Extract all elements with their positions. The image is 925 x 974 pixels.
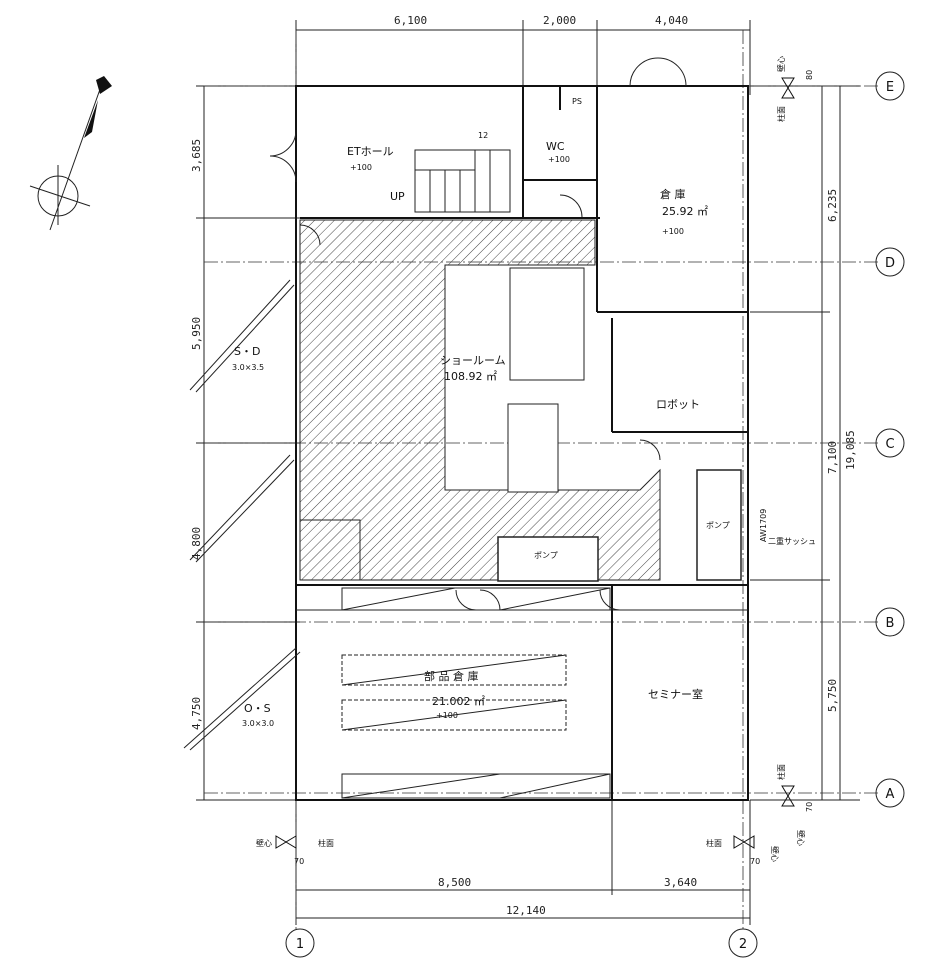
parts-warehouse-name: 部 品 倉 庫 (424, 669, 479, 683)
seminar-label: セミナー室 (648, 687, 703, 701)
grid-label-e: E (886, 80, 894, 95)
pump-room-2 (696, 469, 742, 581)
dim-right-1: 6,235 (826, 189, 839, 222)
grid-bubble-1 (285, 928, 315, 958)
offset-bottom-left: 70 (294, 857, 304, 866)
dim-left-1: 3,685 (190, 139, 203, 172)
grid-label-c: C (885, 437, 894, 452)
dim-right-total: 19,085 (844, 430, 857, 470)
column-face-bottom-right-2: 柱面 (776, 764, 786, 780)
showroom-display-2 (507, 403, 559, 493)
showroom-block (299, 519, 361, 581)
dim-left-4: 4,750 (190, 697, 203, 730)
showroom-name: ショールーム (440, 354, 506, 367)
dim-bottom-2: 3,640 (664, 876, 697, 889)
aw-label: AW1709 (759, 509, 768, 542)
wall-center-bottom-right-2: 壁心 (796, 830, 806, 846)
warehouse-area: 25.92 ㎡ (662, 205, 708, 218)
dim-bottom-1: 8,500 (438, 876, 471, 889)
stairs: 12 (414, 131, 511, 213)
wall-center-bottom-left: 壁心 (256, 838, 272, 848)
column-face-top-right: 柱面 (776, 106, 786, 122)
compass-icon (29, 77, 105, 231)
parts-warehouse-level: +100 (436, 711, 458, 720)
et-hall-level: +100 (350, 163, 372, 172)
ps-label: PS (572, 97, 582, 106)
dim-left-2: 5,950 (190, 317, 203, 350)
offset-bottom-right: 70 (805, 802, 814, 812)
os-size: 3.0×3.0 (242, 719, 274, 728)
showroom-display-1 (509, 267, 585, 381)
dim-right-3: 5,750 (826, 679, 839, 712)
bottom-dimensions: 8,500 3,640 12,140 (295, 800, 751, 925)
grid-bubble-d (875, 247, 905, 277)
offset-bottom-2: 70 (750, 857, 760, 866)
room-labels: ETホール +100 UP PS WC +100 倉 庫 25.92 ㎡ +10… (232, 97, 816, 728)
sd-name: S・D (234, 345, 260, 358)
pump-room-1 (497, 536, 599, 582)
dim-top-1: 6,100 (394, 14, 427, 27)
sash-label: 二重サッシュ (768, 536, 816, 546)
grid-label-a: A (886, 787, 895, 802)
showroom-area: 108.92 ㎡ (444, 370, 497, 383)
grid-label-d: D (885, 256, 895, 271)
wall-center-bottom-right: 壁心 (770, 846, 780, 862)
dim-bottom-total: 12,140 (506, 904, 546, 917)
wc-level: +100 (548, 155, 570, 164)
grid-bubble-e (875, 71, 905, 101)
offset-top-right: 80 (805, 70, 814, 80)
et-hall-name: ETホール (347, 145, 394, 158)
shutters (183, 279, 301, 751)
grid-label-2: 2 (739, 937, 747, 952)
grid-bubble-c (875, 428, 905, 458)
up-label: UP (390, 190, 405, 203)
column-face-bottom-left: 柱面 (318, 838, 334, 848)
showroom-hatch (299, 219, 661, 581)
dim-top-3: 4,040 (655, 14, 688, 27)
top-dimensions: 6,100 2,000 4,040 (295, 14, 751, 95)
dim-right-2: 7,100 (826, 441, 839, 474)
warehouse-level: +100 (662, 227, 684, 236)
dim-left-3: 4,800 (190, 527, 203, 560)
pump-label-1: ポンプ (534, 551, 558, 560)
grid-bubbles: E D C B A 1 2 (285, 71, 905, 958)
wc-name: WC (546, 140, 565, 153)
os-name: O・S (244, 702, 271, 715)
warehouse-name: 倉 庫 (660, 187, 686, 201)
walls (295, 85, 749, 801)
wall-center-top-right: 壁心 (776, 56, 786, 72)
north-arrow-icon (84, 76, 112, 138)
stair-step-label: 12 (478, 131, 488, 140)
grid-bubble-2 (728, 928, 758, 958)
column-face-bottom-right: 柱面 (706, 838, 722, 848)
grid-bubble-b (875, 607, 905, 637)
doors (269, 57, 687, 611)
pump-label-2: ポンプ (706, 521, 730, 530)
offset-annotations: 壁心 柱面 柱面 壁心 壁心 柱面 柱面 壁心 (256, 56, 806, 862)
robot-label: ロボット (656, 398, 700, 411)
grid-label-b: B (886, 616, 895, 631)
dim-top-2: 2,000 (543, 14, 576, 27)
parts-warehouse-area: 21.002 ㎡ (432, 695, 485, 708)
racks (341, 587, 611, 799)
sd-size: 3.0×3.5 (232, 363, 264, 372)
grid-label-1: 1 (296, 937, 304, 952)
grid-bubble-a (875, 778, 905, 808)
